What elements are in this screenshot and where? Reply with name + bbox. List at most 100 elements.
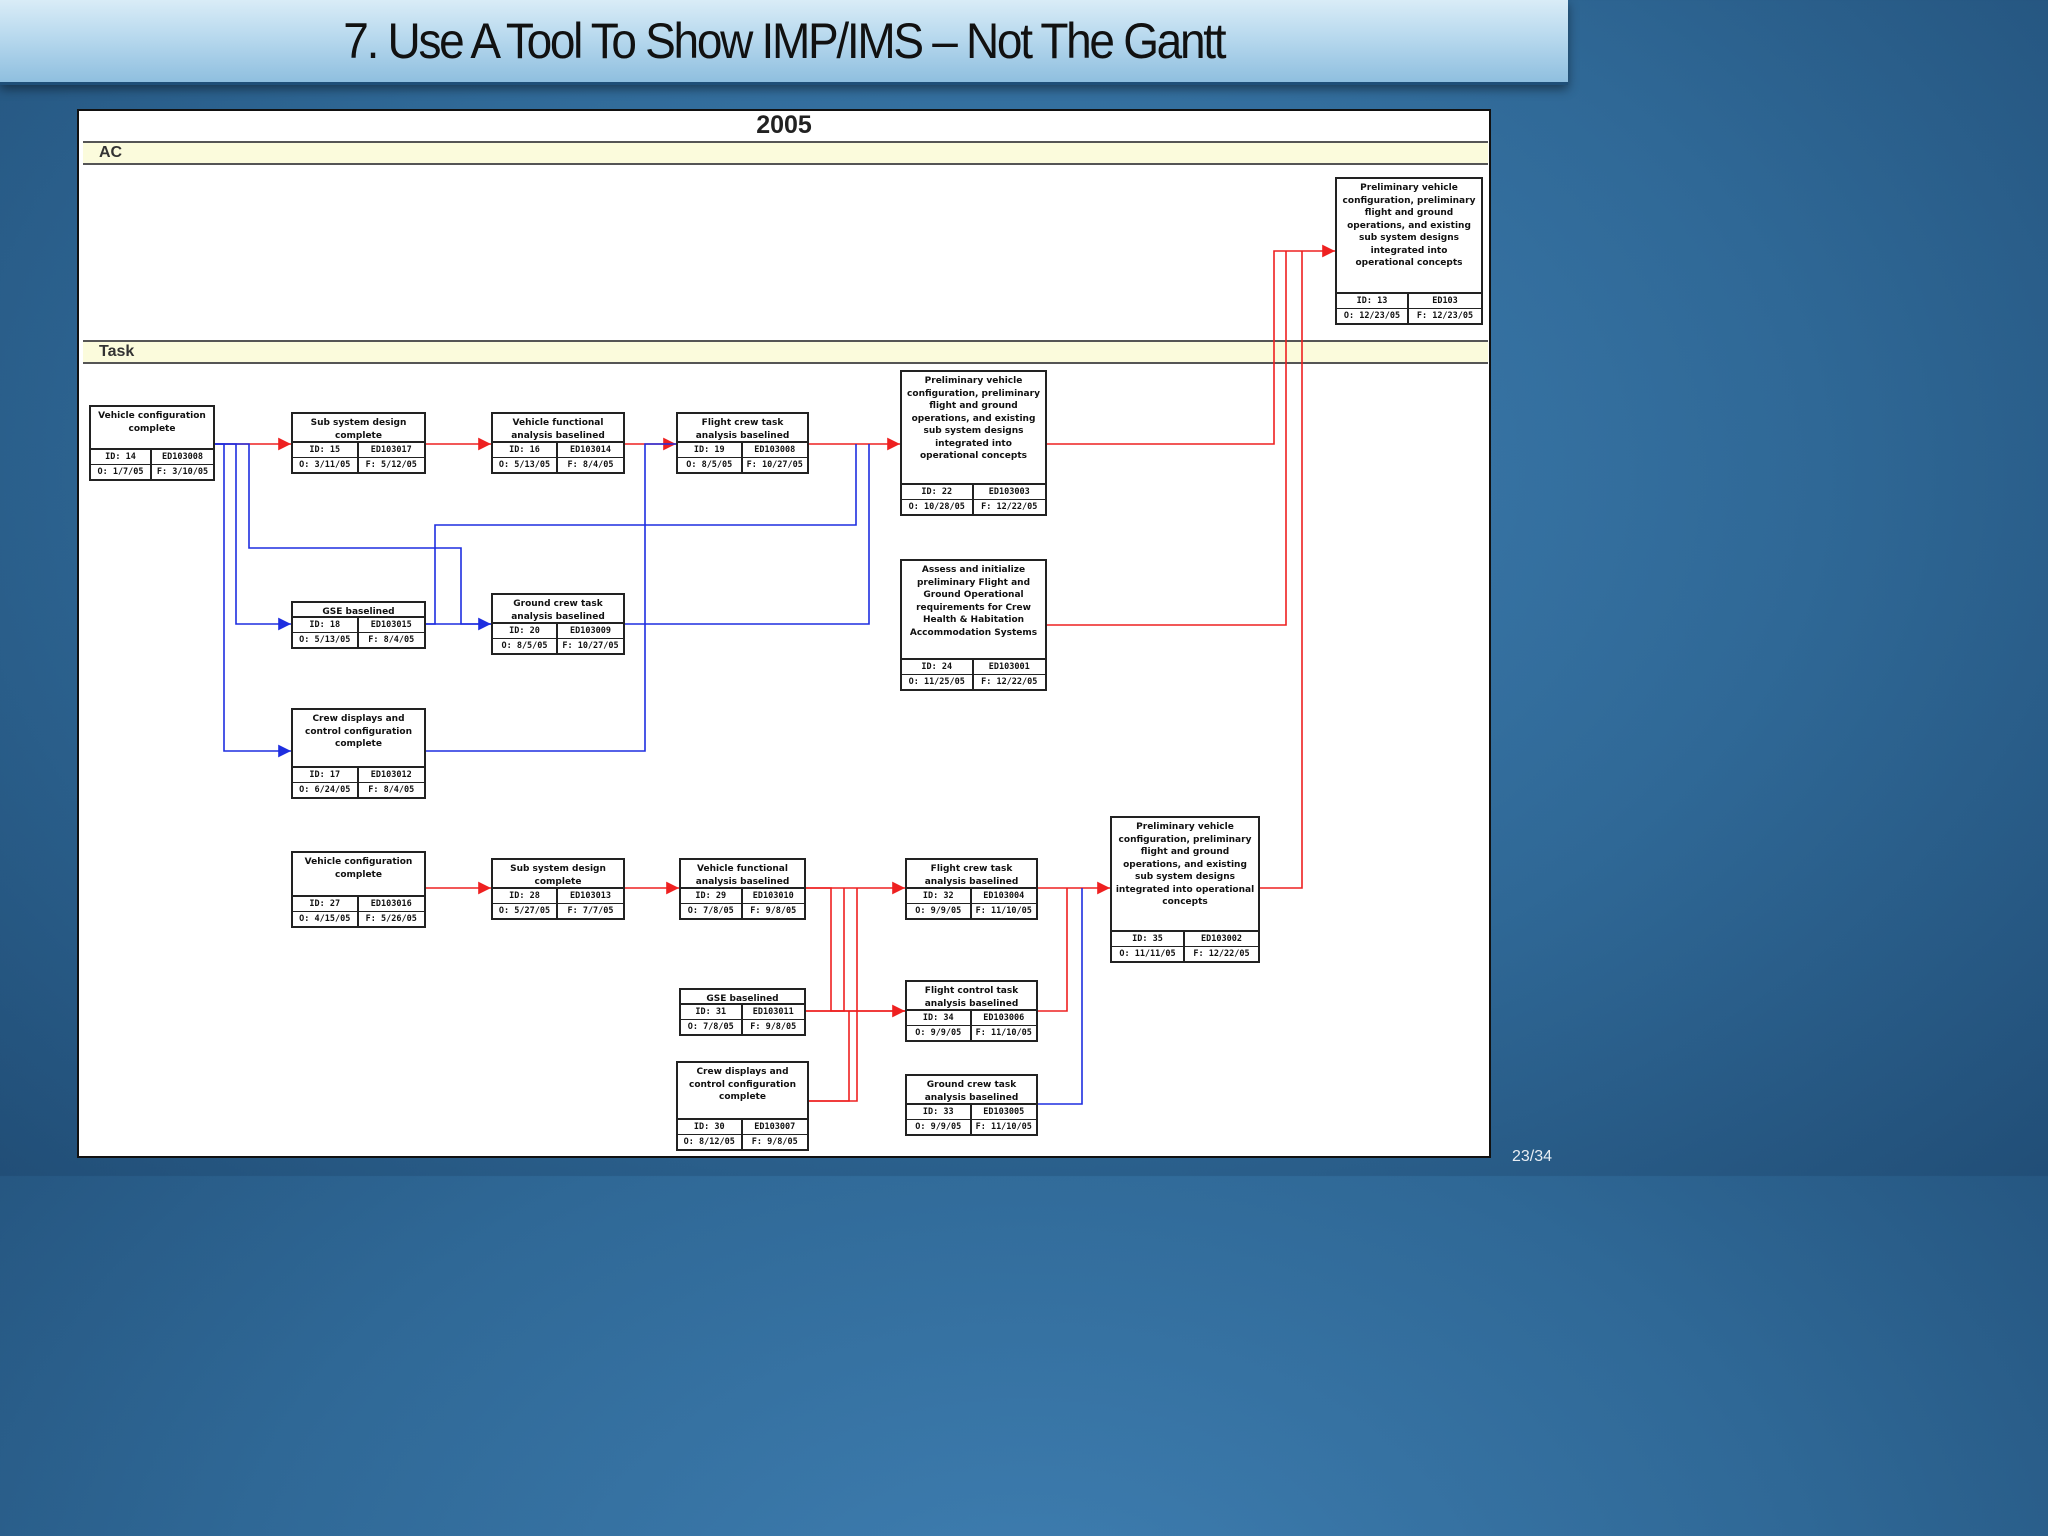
task-node-22[interactable]: Preliminary vehicle configuration, preli… bbox=[900, 370, 1047, 516]
node-finish: F: 8/4/05 bbox=[368, 635, 415, 645]
node-title: Vehicle configuration complete bbox=[98, 411, 206, 434]
node-finish: F: 5/12/05 bbox=[365, 460, 417, 470]
node-title: Vehicle functional analysis baselined bbox=[695, 864, 790, 887]
node-start: O: 9/9/05 bbox=[907, 904, 972, 918]
node-finish: F: 12/22/05 bbox=[981, 502, 1038, 512]
node-finish: F: 9/8/05 bbox=[750, 1022, 797, 1032]
node-wbs: ED103007 bbox=[742, 1120, 807, 1135]
node-id: ID: 31 bbox=[681, 1005, 743, 1020]
link-24-13 bbox=[1046, 251, 1287, 626]
node-finish: F: 11/10/05 bbox=[975, 906, 1032, 916]
task-node-17[interactable]: Crew displays and control configuration … bbox=[291, 708, 426, 799]
task-node-30[interactable]: Crew displays and control configuration … bbox=[676, 1061, 809, 1151]
link-31-32 bbox=[805, 888, 845, 1012]
node-finish: F: 10/27/05 bbox=[562, 641, 619, 651]
node-wbs: ED103010 bbox=[742, 889, 804, 904]
task-node-24[interactable]: Assess and initialize preliminary Flight… bbox=[900, 559, 1047, 691]
node-id: ID: 18 bbox=[293, 618, 359, 633]
node-start: O: 11/25/05 bbox=[902, 675, 974, 689]
link-34-35 bbox=[1037, 888, 1068, 1012]
node-wbs: ED103008 bbox=[742, 443, 807, 458]
node-finish: F: 8/4/05 bbox=[368, 785, 415, 795]
node-title: Assess and initialize preliminary Flight… bbox=[909, 565, 1038, 638]
node-start: O: 10/28/05 bbox=[902, 500, 974, 514]
node-id: ID: 32 bbox=[907, 889, 972, 904]
node-wbs: ED103 bbox=[1409, 294, 1481, 309]
link-18-22 bbox=[425, 444, 857, 625]
node-id: ID: 35 bbox=[1112, 932, 1185, 947]
node-id: ID: 14 bbox=[91, 450, 152, 465]
node-title: Crew displays and control configuration … bbox=[688, 1067, 796, 1102]
link-35-13 bbox=[1259, 251, 1303, 889]
node-wbs: ED103008 bbox=[152, 450, 213, 465]
node-title: Flight control task analysis baselined bbox=[924, 986, 1019, 1009]
node-id: ID: 13 bbox=[1337, 294, 1409, 309]
node-start: O: 3/11/05 bbox=[293, 458, 359, 472]
node-wbs: ED103013 bbox=[558, 889, 623, 904]
band-task-label: Task bbox=[99, 343, 135, 360]
node-wbs: ED103005 bbox=[971, 1105, 1036, 1120]
title-bar: 7. Use A Tool To Show IMP/IMS – Not The … bbox=[0, 0, 1568, 85]
node-title: Flight crew task analysis baselined bbox=[924, 864, 1019, 887]
node-finish: F: 10/27/05 bbox=[746, 460, 803, 470]
node-start: O: 9/9/05 bbox=[907, 1120, 972, 1134]
node-title: Crew displays and control configuration … bbox=[304, 714, 412, 749]
node-start: O: 7/8/05 bbox=[681, 904, 743, 918]
node-wbs: ED103014 bbox=[558, 443, 623, 458]
link-17-19 bbox=[425, 443, 676, 752]
node-id: ID: 20 bbox=[493, 624, 558, 639]
node-id: ID: 22 bbox=[902, 485, 974, 500]
node-start: O: 5/13/05 bbox=[493, 458, 558, 472]
node-finish: F: 12/22/05 bbox=[981, 677, 1038, 687]
task-node-13[interactable]: Preliminary vehicle configuration, preli… bbox=[1335, 177, 1483, 325]
node-title: Flight crew task analysis baselined bbox=[695, 418, 790, 441]
link-14-17 bbox=[214, 443, 291, 758]
task-node-35[interactable]: Preliminary vehicle configuration, preli… bbox=[1110, 816, 1260, 963]
node-title: GSE baselined bbox=[706, 994, 779, 1004]
node-finish: F: 7/7/05 bbox=[567, 906, 614, 916]
node-wbs: ED103006 bbox=[971, 1011, 1036, 1026]
node-start: O: 6/24/05 bbox=[293, 783, 359, 797]
node-start: O: 5/27/05 bbox=[493, 904, 558, 918]
node-start: O: 8/5/05 bbox=[493, 639, 558, 653]
node-title: Ground crew task analysis baselined bbox=[511, 599, 605, 622]
link-14-18 bbox=[214, 443, 291, 631]
node-finish: F: 9/8/05 bbox=[750, 906, 797, 916]
node-wbs: ED103016 bbox=[358, 897, 424, 912]
node-finish: F: 12/23/05 bbox=[1416, 311, 1474, 321]
node-start: O: 9/9/05 bbox=[907, 1026, 972, 1040]
node-title: GSE baselined bbox=[322, 607, 395, 617]
node-wbs: ED103003 bbox=[973, 485, 1045, 500]
node-start: O: 12/23/05 bbox=[1337, 309, 1409, 323]
node-wbs: ED103017 bbox=[358, 443, 424, 458]
node-id: ID: 24 bbox=[902, 660, 974, 675]
node-id: ID: 28 bbox=[493, 889, 558, 904]
node-id: ID: 33 bbox=[907, 1105, 972, 1120]
node-start: O: 11/11/05 bbox=[1112, 947, 1185, 961]
